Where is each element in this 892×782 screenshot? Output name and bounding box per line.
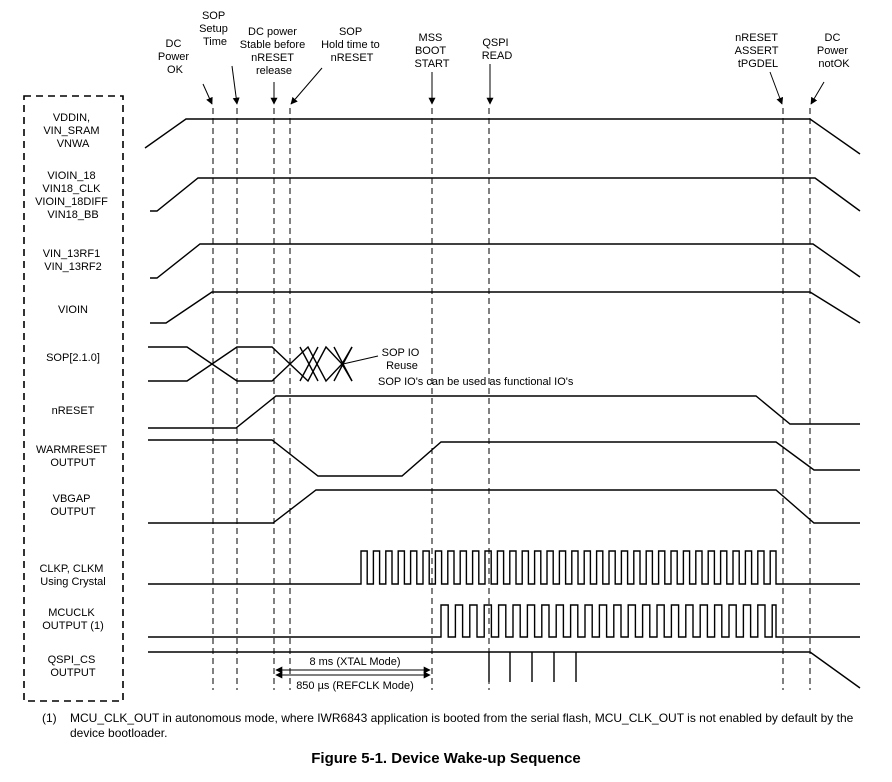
event-label-qspi-read: QSPI READ xyxy=(482,37,513,62)
signal-label-vioin18: VIOIN_18 VIN18_CLK VIOIN_18DIFF VIN18_BB xyxy=(35,170,111,221)
event-label-mss-boot: MSS BOOT START xyxy=(414,32,449,70)
sop-io-reuse-label: SOP IO Reuse xyxy=(382,347,423,372)
wave-mcuclk xyxy=(148,604,860,638)
wave-vin13 xyxy=(150,243,861,279)
wave-sop xyxy=(148,345,379,383)
signal-label-clk: CLKP, CLKM Using Crystal xyxy=(39,563,106,588)
footnote: (1) MCU_CLK_OUT in autonomous mode, wher… xyxy=(42,711,872,741)
signal-label-vioin: VIOIN xyxy=(58,304,88,316)
event-labels: DC Power OK SOP Setup Time DC power Stab… xyxy=(158,10,851,77)
event-label-dc-stable: DC power Stable before nRESET release xyxy=(240,26,309,77)
qspi-pulses xyxy=(488,652,577,682)
signal-label-box xyxy=(23,95,124,702)
signal-label-sop: SOP[2.1.0] xyxy=(46,352,100,364)
signal-label-vbgap: VBGAP OUTPUT xyxy=(50,493,96,518)
arrow-nreset-assert xyxy=(769,71,784,105)
wave-vbgap xyxy=(148,489,860,524)
signal-label-warmreset: WARMRESET OUTPUT xyxy=(36,444,110,469)
waveforms xyxy=(144,118,861,689)
annotations: SOP IO Reuse SOP IO's can be used as fun… xyxy=(275,347,574,692)
wave-nreset xyxy=(148,395,860,429)
event-label-nreset-assert: nRESET ASSERT tPGDEL xyxy=(735,32,782,70)
wave-warmreset xyxy=(148,439,860,477)
signal-label-mcuclk: MCUCLK OUTPUT (1) xyxy=(42,607,104,632)
event-label-sop-hold: SOP Hold time to nRESET xyxy=(321,26,383,64)
event-label-dc-notok: DC Power notOK xyxy=(817,32,851,70)
event-guides xyxy=(212,108,811,690)
arrow-dc-ok xyxy=(202,83,213,105)
event-label-dc-ok: DC Power OK xyxy=(158,38,192,76)
wave-qspi-cs xyxy=(148,651,861,689)
arrow-dc-notok xyxy=(810,81,825,105)
wave-vioin18 xyxy=(150,177,861,212)
signal-label-vin13: VIN_13RF1 VIN_13RF2 xyxy=(43,248,104,273)
wave-clk xyxy=(148,550,860,585)
event-arrows xyxy=(202,64,825,105)
signal-label-nreset: nRESET xyxy=(52,405,95,417)
footnote-number: (1) xyxy=(42,711,57,725)
wave-vddin xyxy=(144,118,861,155)
signal-labels: VDDIN, VIN_SRAM VNWA VIOIN_18 VIN18_CLK … xyxy=(35,112,111,679)
footnote-text: MCU_CLK_OUT in autonomous mode, where IW… xyxy=(70,711,854,740)
arrow-sop-setup xyxy=(231,65,240,105)
signal-label-qspi-cs: QSPI_CS OUTPUT xyxy=(48,654,99,679)
sop-io-pointer xyxy=(342,355,379,365)
sop-io-functional-label: SOP IO's can be used as functional IO's xyxy=(378,376,574,388)
wave-vioin xyxy=(150,291,861,324)
event-label-sop-setup: SOP Setup Time xyxy=(199,10,231,48)
refclk-mode-label: 850 µs (REFCLK Mode) xyxy=(296,680,414,692)
arrow-sop-hold xyxy=(290,67,323,105)
figure-caption: Figure 5-1. Device Wake-up Sequence xyxy=(311,750,581,767)
xtal-mode-label: 8 ms (XTAL Mode) xyxy=(309,656,400,668)
signal-label-vddin: VDDIN, VIN_SRAM VNWA xyxy=(43,112,102,150)
